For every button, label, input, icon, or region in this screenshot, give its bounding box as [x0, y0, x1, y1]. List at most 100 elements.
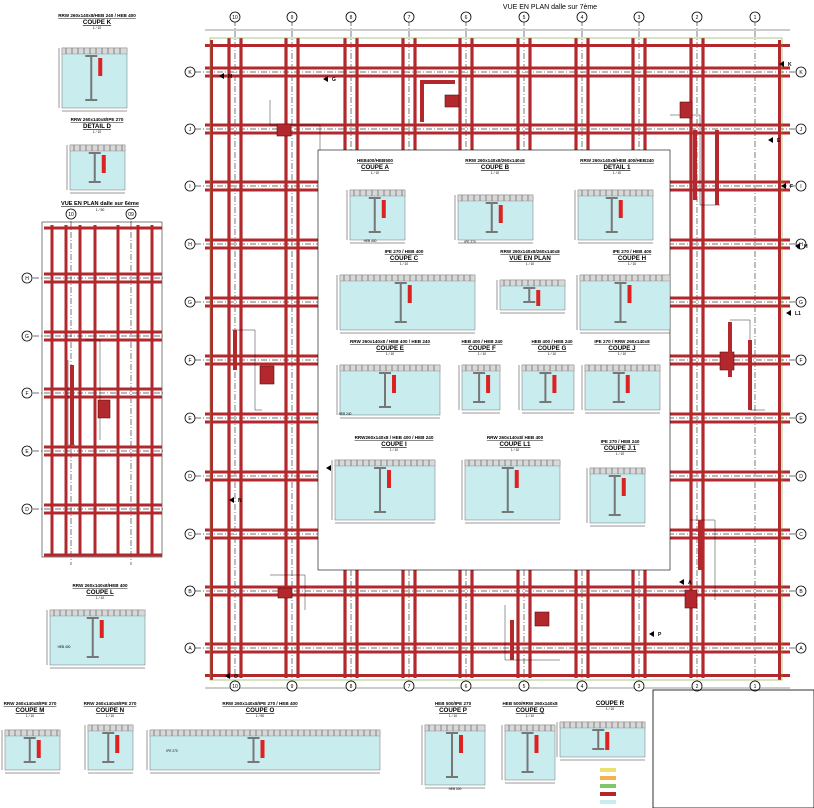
- grid-bubble-label: G: [799, 300, 803, 306]
- column-block: [534, 611, 550, 627]
- section-scale: 1 / 10: [386, 352, 394, 356]
- section-scale: 1 / 10: [478, 352, 486, 356]
- grid-bubble-label: 10: [232, 15, 238, 21]
- grid-bubble-label: B: [799, 589, 803, 595]
- weld-plate: [36, 740, 41, 758]
- grid-bubble-label: 7: [408, 15, 411, 21]
- grid-bubble-label: 4: [581, 15, 584, 21]
- grid-bubble-col-5: [518, 11, 530, 23]
- side-perimeter-beam: [44, 226, 162, 230]
- cut-marker-label: P: [658, 632, 662, 638]
- web: [90, 57, 93, 99]
- section-slab: [349, 189, 406, 197]
- grid-bubble-label: 10: [232, 684, 238, 690]
- flange: [446, 732, 458, 734]
- row-beam: [205, 66, 790, 70]
- side-grid-bubble-label: 10: [68, 212, 74, 218]
- core-wall: [510, 620, 514, 660]
- section-profile: RRW 260x140x8/HEB 400/HEB240: [580, 158, 654, 163]
- web: [373, 199, 376, 231]
- grid-bubble-label: 8: [350, 684, 353, 690]
- weld-plate: [459, 735, 463, 753]
- grid-bubble-label: 2: [696, 684, 699, 690]
- cut-arrow-icon: [225, 673, 230, 679]
- profile-label: HEB 240: [339, 412, 352, 416]
- side-grid-bubble-G: [21, 330, 33, 342]
- grid-bubble-label: 3: [638, 15, 641, 21]
- cut-arrow-icon: [323, 76, 328, 82]
- web: [451, 734, 453, 776]
- grid-bubble-row-A: [184, 642, 196, 654]
- profile-label: HEB 400: [364, 239, 377, 243]
- side-grid-bubble-09: [125, 208, 137, 220]
- grid-bubble-col-1: [749, 680, 761, 692]
- section-title: COUPE R: [596, 700, 625, 707]
- row-beam: [205, 74, 790, 78]
- weld-plate: [260, 740, 265, 758]
- grid-bubble-label: I: [189, 184, 190, 190]
- section-concrete: [521, 364, 575, 411]
- core-wall: [70, 365, 74, 445]
- grid-bubble-label: 9: [291, 684, 294, 690]
- title-block-frame: [652, 689, 814, 808]
- section-concrete: [457, 194, 534, 241]
- section-profile: RRW 260x140x8/IPE 270 / HEB 400: [222, 701, 298, 706]
- side-row-beam: [44, 503, 162, 507]
- section-title: COUPE O: [246, 707, 275, 714]
- section-slab: [69, 144, 126, 152]
- flange: [86, 617, 99, 619]
- grid-bubble-label: C: [799, 532, 803, 538]
- section-scale: 1 / 10: [93, 130, 101, 134]
- flange: [368, 231, 381, 233]
- core-wall: [728, 322, 732, 377]
- section-slab: [461, 364, 501, 372]
- cut-marker-label: F: [790, 184, 793, 190]
- side-grid-bubble-D: [21, 503, 33, 515]
- grid-bubble-label: 5: [523, 15, 526, 21]
- weld-plate: [627, 285, 632, 303]
- section-concrete: [49, 609, 146, 666]
- section-concrete: [339, 274, 476, 331]
- section-scale: 1 / 10: [511, 448, 519, 452]
- section-slab: [521, 364, 575, 372]
- section-scale: 1 / 10: [106, 714, 114, 718]
- web: [526, 734, 529, 771]
- section-concrete: [589, 467, 646, 524]
- core-wall: [693, 130, 697, 200]
- section-profile: RRW 260x140x8/IPE 270: [71, 117, 124, 122]
- cut-arrow-icon: [326, 465, 331, 471]
- section-slab: [589, 467, 646, 475]
- section-concrete: [464, 459, 561, 521]
- grid-bubble-row-G: [795, 296, 807, 308]
- core-wall: [698, 520, 702, 570]
- section-title: COUPE I: [381, 441, 407, 448]
- side-row-beam: [44, 280, 162, 284]
- section-title: COUPE F: [468, 345, 496, 352]
- cut-marker-label: O: [234, 674, 238, 680]
- cut-arrow-icon: [781, 183, 786, 189]
- section-title: DETAIL D: [83, 123, 111, 130]
- flange: [485, 202, 498, 204]
- section-profile: RRW 260x140x8/IPE 270: [84, 701, 137, 706]
- cut-marker-label: A: [688, 580, 692, 586]
- section-scale: 1 / 10: [400, 262, 408, 266]
- column-block: [259, 365, 275, 385]
- grid-bubble-label: F: [188, 358, 191, 364]
- section-slab: [87, 724, 134, 732]
- side-grid-bubble-label: D: [25, 507, 29, 513]
- flange: [102, 761, 115, 763]
- section-concrete: [504, 724, 556, 781]
- side-row-beam: [44, 511, 162, 515]
- flange: [368, 197, 381, 199]
- flange: [88, 152, 101, 154]
- grid-bubble-label: 5: [523, 684, 526, 690]
